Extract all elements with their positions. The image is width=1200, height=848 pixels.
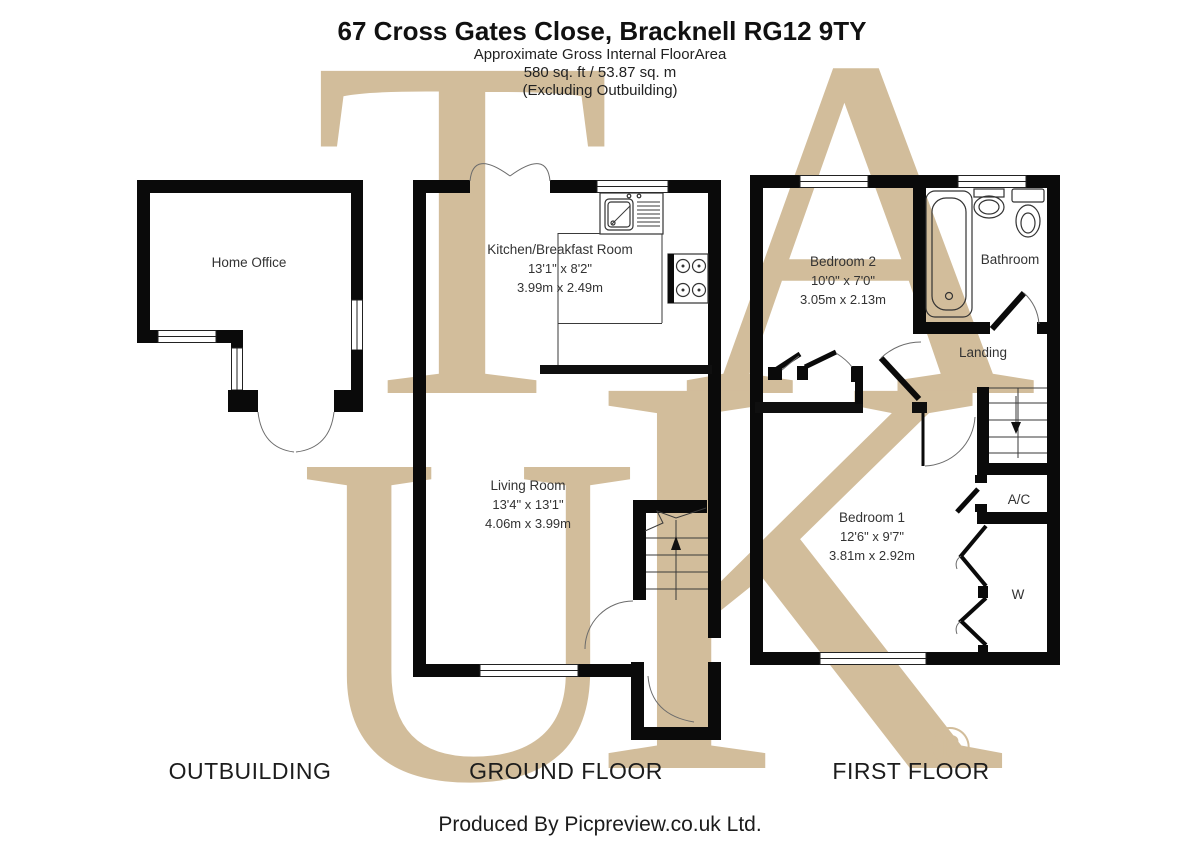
french-door-arc [295,411,335,453]
caption-first-floor: FIRST FLOOR [832,758,989,784]
front-door-arc [647,675,695,723]
watermark-logo: T A U K ® [297,0,1037,848]
room-label-ac: A/C [1008,492,1031,507]
kitchen-counter-line [557,233,663,365]
room-label-bedroom2: Bedroom 2 [810,254,876,269]
bathtub-icon [925,190,973,318]
registered-trademark-icon: ® [928,714,972,779]
watermark-letter-u: U [297,355,640,848]
watermark-letter-k: K [592,255,1008,848]
french-door-arc [469,163,511,182]
kitchen-sink-icon [599,192,664,235]
room-dims-imperial: 10'0" x 7'0" [811,273,875,288]
wardrobe-bifold-doors [955,524,988,654]
room-label-landing: Landing [959,345,1007,360]
toilet-icon [1011,188,1045,238]
room-dims-imperial: 13'4" x 13'1" [492,497,564,512]
room-dims-metric: 4.06m x 3.99m [485,516,571,531]
subtitle-line1: Approximate Gross Internal FloorArea [474,46,727,63]
first-floor-plan: Bedroom 2 10'0" x 7'0" 3.05m x 2.13m Bat… [750,175,1060,665]
floor-captions: OUTBUILDING GROUND FLOOR FIRST FLOOR [169,758,989,784]
stairs-up [633,500,708,600]
hob-icon [667,253,709,304]
caption-ground-floor: GROUND FLOOR [469,758,663,784]
door-arc [924,416,976,467]
outbuilding-plan: Home Office [137,180,363,453]
bathroom-door-leaf [989,291,1027,331]
room-dims-imperial: 13'1" x 8'2" [528,261,592,276]
french-door-arc [257,411,295,453]
down-arrow-icon [1011,422,1021,434]
room-dims-metric: 3.99m x 2.49m [517,280,603,295]
subtitle-line2: 580 sq. ft / 53.87 sq. m [524,64,677,81]
header: 67 Cross Gates Close, Bracknell RG12 9TY… [338,16,867,99]
door-arc [584,600,634,650]
stairs-down [977,387,1047,475]
room-dims-metric: 3.05m x 2.13m [800,292,886,307]
ac-door-leaf [955,487,980,514]
room-label-kitchen: Kitchen/Breakfast Room [487,242,633,257]
basin-icon [973,188,1005,219]
room-label-home-office: Home Office [212,255,287,270]
bedroom2-cupboard-doors [768,349,863,404]
bedroom2-door-leaf [878,355,922,402]
room-dims-metric: 3.81m x 2.92m [829,548,915,563]
room-dims-imperial: 12'6" x 9'7" [840,529,904,544]
french-door-arc [509,163,551,182]
footer-credit: Produced By Picpreview.co.uk Ltd. [438,813,761,836]
up-arrow-icon [671,536,681,550]
page-title: 67 Cross Gates Close, Bracknell RG12 9TY [338,16,867,46]
room-label-bathroom: Bathroom [981,252,1040,267]
door-arc [1023,292,1040,325]
room-label-bedroom1: Bedroom 1 [839,510,905,525]
ground-floor-plan: Kitchen/Breakfast Room 13'1" x 8'2" 3.99… [413,163,721,740]
room-label-living-room: Living Room [490,478,565,493]
door-arc [880,341,922,359]
caption-outbuilding: OUTBUILDING [169,758,332,784]
room-label-wardrobe: W [1012,587,1025,602]
subtitle-line3: (Excluding Outbuilding) [522,82,677,99]
